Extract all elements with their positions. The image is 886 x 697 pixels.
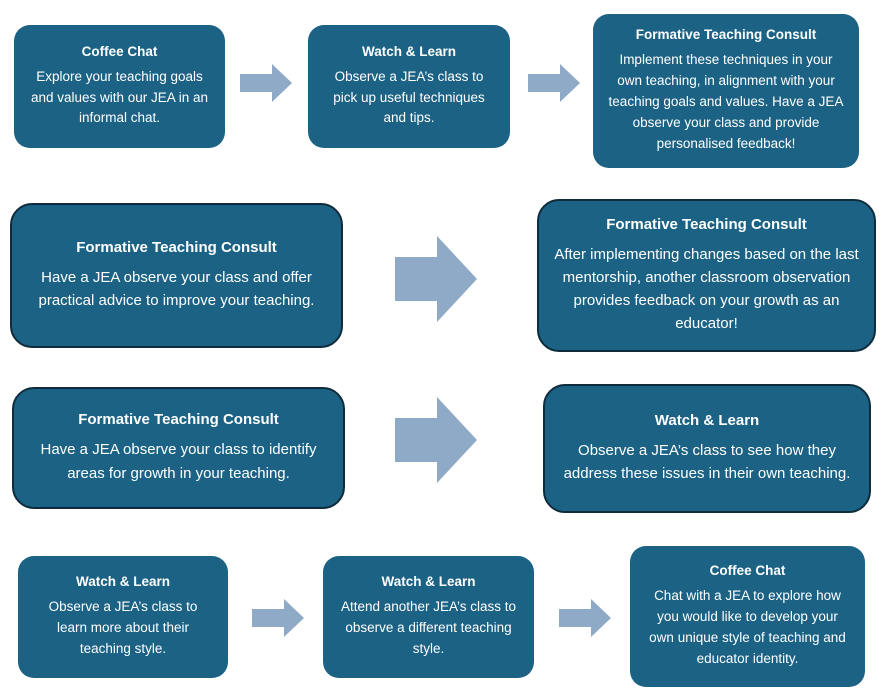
- arrow-right-icon: [395, 236, 477, 322]
- box-title: Formative Teaching Consult: [635, 27, 817, 43]
- box-title: Coffee Chat: [81, 43, 158, 59]
- box-description: Attend another JEA’s class to observe a …: [340, 599, 517, 656]
- box-title: Coffee Chat: [709, 563, 786, 579]
- box-watch-learn: Watch & Learn Observe a JEA’s class to l…: [18, 556, 228, 678]
- box-title: Watch & Learn: [381, 574, 476, 590]
- box-description: Explore your teaching goals and values w…: [30, 68, 209, 126]
- box-description: Have a JEA observe your class to identif…: [40, 441, 317, 482]
- box-title: Watch & Learn: [75, 574, 170, 590]
- box-title: Formative Teaching Consult: [78, 411, 279, 429]
- box-coffee-chat: Coffee Chat Explore your teaching goals …: [14, 25, 225, 148]
- arrow-right-icon: [559, 599, 611, 637]
- box-title: Formative Teaching Consult: [76, 238, 277, 256]
- box-formative-teaching-consult: Formative Teaching Consult Have a JEA ob…: [12, 387, 345, 509]
- box-title: Formative Teaching Consult: [606, 215, 807, 233]
- box-formative-teaching-consult: Formative Teaching Consult After impleme…: [537, 199, 876, 352]
- box-description: Have a JEA observe your class and offer …: [38, 268, 315, 309]
- box-formative-teaching-consult: Formative Teaching Consult Implement the…: [593, 14, 859, 168]
- box-description: Observe a JEA’s class to see how they ad…: [563, 441, 851, 482]
- box-title: Watch & Learn: [654, 411, 760, 429]
- box-watch-learn: Watch & Learn Observe a JEA’s class to s…: [543, 384, 871, 513]
- box-description: Implement these techniques in your own t…: [608, 52, 844, 151]
- box-watch-learn: Watch & Learn Observe a JEA’s class to p…: [308, 25, 510, 148]
- box-description: After implementing changes based on the …: [554, 245, 859, 333]
- arrow-right-icon: [252, 599, 304, 637]
- box-title: Watch & Learn: [361, 43, 456, 59]
- box-description: Observe a JEA’s class to learn more abou…: [48, 599, 198, 656]
- box-coffee-chat: Coffee Chat Chat with a JEA to explore h…: [630, 546, 865, 687]
- arrow-right-icon: [528, 64, 580, 102]
- arrow-right-icon: [240, 64, 292, 102]
- arrow-right-icon: [395, 397, 477, 483]
- box-description: Observe a JEA’s class to pick up useful …: [333, 68, 485, 126]
- box-formative-teaching-consult: Formative Teaching Consult Have a JEA ob…: [10, 203, 343, 348]
- box-description: Chat with a JEA to explore how you would…: [649, 588, 846, 666]
- box-watch-learn: Watch & Learn Attend another JEA’s class…: [323, 556, 534, 678]
